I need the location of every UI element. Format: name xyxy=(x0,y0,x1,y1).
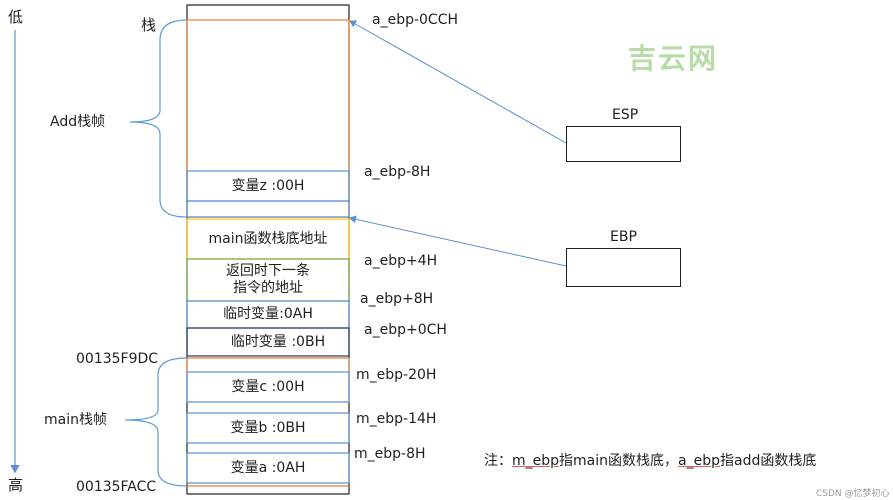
axis-low-label: 低 xyxy=(8,8,24,26)
address-bottom-label: 00135FACC xyxy=(76,479,157,495)
offset-a-ebp-0cch: a_ebp-0CCH xyxy=(372,12,459,28)
offset-m-ebp-14h: m_ebp-14H xyxy=(356,411,437,427)
add-frame-label: Add栈帧 xyxy=(50,114,106,130)
cell-main-base: main函数栈底地址 xyxy=(208,230,328,247)
ebp-pointer-arrow xyxy=(349,215,567,267)
esp-label: ESP xyxy=(612,107,639,123)
add-frame-brace xyxy=(129,19,188,218)
cell-var-b: 变量b :0BH xyxy=(230,419,306,436)
esp-box xyxy=(566,126,681,162)
offset-m-ebp-20h: m_ebp-20H xyxy=(356,367,437,383)
csdn-credit: CSDN @忆梦初心 xyxy=(816,489,890,499)
cell-var-c-border xyxy=(186,371,350,403)
offset-a-ebp-0ch: a_ebp+0CH xyxy=(364,322,447,338)
cell-return-addr: 返回时下一条 指令的地址 xyxy=(226,263,310,296)
main-frame-label: main栈帧 xyxy=(44,412,107,428)
main-frame-brace xyxy=(124,357,188,487)
ebp-box xyxy=(566,248,681,287)
note-suffix: 指add函数栈底 xyxy=(719,453,817,469)
address-top-label: 00135F9DC xyxy=(76,351,159,367)
stack-label: 栈 xyxy=(141,16,157,34)
cell-temp-b-border xyxy=(186,327,350,357)
footnote: 注：m_ebp指main函数栈底，a_ebp指add函数栈底 xyxy=(484,450,816,470)
cell-var-b-border xyxy=(186,412,350,444)
note-mid: 指main函数栈底， xyxy=(559,453,679,469)
note-a-ebp: a_ebp xyxy=(678,453,720,469)
esp-pointer-arrow xyxy=(349,20,567,144)
offset-a-ebp-8h: a_ebp-8H xyxy=(364,164,431,180)
cell-var-a: 变量a :0AH xyxy=(230,459,306,476)
ebp-label: EBP xyxy=(610,229,637,245)
cell-temp-a: 临时变量:0AH xyxy=(223,306,313,323)
cell-temp-b: 临时变量 :0BH xyxy=(230,333,326,350)
offset-m-ebp-8h: m_ebp-8H xyxy=(354,446,426,462)
axis-high-label: 高 xyxy=(8,476,24,494)
note-prefix: 注： xyxy=(484,453,512,469)
cell-var-z: 变量z :00H xyxy=(231,177,305,194)
cell-var-a-border xyxy=(186,452,350,484)
offset-a-ebp-4h: a_ebp+4H xyxy=(364,253,438,269)
note-m-ebp: m_ebp xyxy=(512,453,560,469)
cell-var-c: 变量c :00H xyxy=(231,378,305,395)
offset-a-ebp-p8h: a_ebp+8H xyxy=(360,291,434,307)
watermark-logo: 吉云网 xyxy=(628,42,719,75)
cell-gap-border xyxy=(186,200,350,218)
